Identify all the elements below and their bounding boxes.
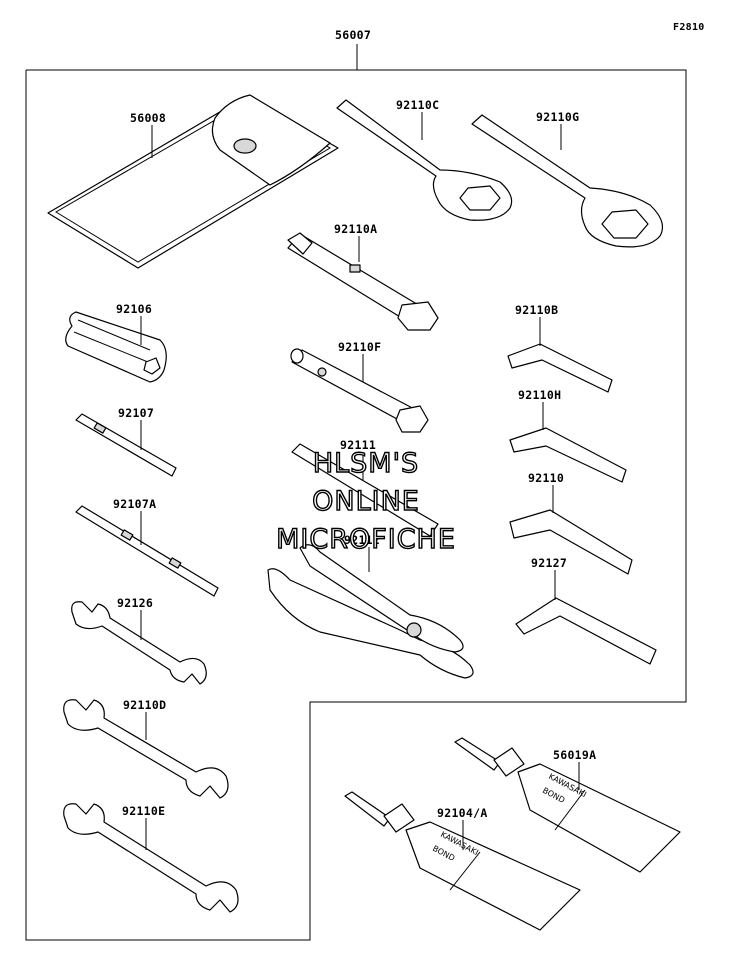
part-label-92107a: 92107A [113, 497, 157, 511]
part-label-92107: 92107 [118, 406, 155, 420]
assembly-border [25, 69, 687, 941]
open-wrench-92110e [63, 803, 239, 913]
part-label-92110h: 92110H [518, 388, 562, 402]
open-wrench-92126 [71, 601, 207, 685]
part-label-92110g: 92110G [536, 110, 580, 124]
handle-92106 [65, 311, 167, 383]
part-label-92110a: 92110A [334, 222, 378, 236]
part-label-56008: 56008 [130, 111, 167, 125]
part-label-56019a: 56019A [553, 748, 597, 762]
screwdriver-92107a [75, 505, 219, 597]
part-label-92104a: 92104/A [437, 806, 488, 820]
assembly-label: 56007 [335, 28, 372, 42]
screwdriver-bit-92107 [75, 413, 177, 477]
part-label-92126: 92126 [117, 596, 154, 610]
part-label-92106: 92106 [116, 302, 153, 316]
ring-wrench-92110c [336, 99, 513, 221]
part-label-92110b: 92110B [515, 303, 559, 317]
bond-tube-92104a: KAWASAKI BOND [344, 791, 581, 931]
part-label-92110f: 92110F [338, 340, 382, 354]
part-label-92110d: 92110D [123, 698, 167, 712]
part-label-92110e: 92110E [122, 804, 166, 818]
part-label-92110: 92110 [528, 471, 565, 485]
extension-bar-92111 [291, 443, 439, 537]
watermark-line-2: ONLINE [311, 485, 420, 517]
pliers-92112 [267, 544, 474, 679]
figure-code: F2810 [673, 22, 705, 33]
box-socket-92110f [290, 348, 429, 433]
hex-key-92110h [509, 427, 627, 483]
watermark-line-3: MICROFICHE [275, 523, 456, 555]
part-label-92110c: 92110C [396, 98, 440, 112]
part-label-92112: 92112 [344, 533, 381, 547]
box-socket-92110a [287, 232, 439, 331]
part-label-92111: 92111 [340, 438, 377, 452]
open-wrench-92110d [63, 699, 229, 799]
ring-wrench-92110g [471, 114, 663, 248]
hex-key-92110b [507, 343, 613, 393]
hex-key-92110 [509, 509, 633, 575]
tool-pouch [47, 94, 339, 269]
part-label-92127: 92127 [531, 556, 568, 570]
hex-key-92127 [515, 597, 657, 665]
watermark-line-1: HLSM'S [312, 447, 420, 479]
